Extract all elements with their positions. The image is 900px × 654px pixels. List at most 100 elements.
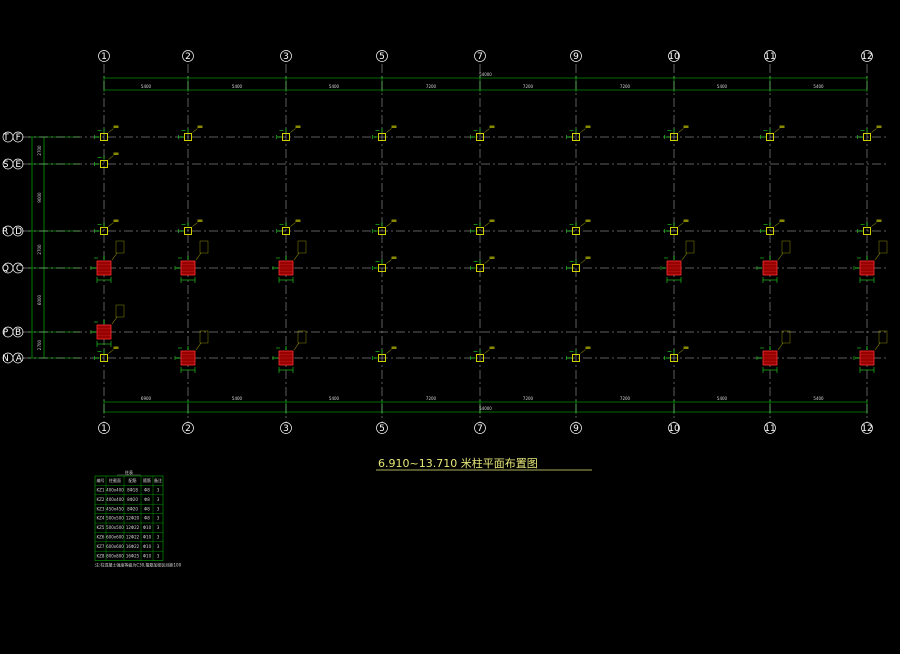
table-cell: 400x400 (106, 497, 124, 502)
column-tag-box (685, 240, 695, 254)
axis-bubble-left (12, 158, 24, 170)
table-cell: 3 (157, 497, 160, 502)
table-cell: 12Φ20 (126, 516, 140, 521)
column-section (184, 227, 192, 235)
column-section (476, 227, 484, 235)
table-cell: 500x500 (106, 525, 124, 530)
axis-label-top-bubble (98, 50, 110, 62)
table-cell: 编号 (97, 477, 105, 483)
axis-label-top: 5 (379, 52, 385, 62)
column-small (276, 125, 301, 141)
column-large (174, 240, 209, 283)
column-small (566, 346, 591, 362)
leader-line (874, 252, 881, 261)
column-tag (683, 346, 689, 349)
table-cell: KZ5 (97, 525, 105, 530)
leader-line (192, 222, 198, 227)
table-cell: Φ8 (144, 488, 150, 493)
axis-label-top: 2 (185, 52, 191, 62)
column-section (476, 354, 484, 362)
column-section (100, 160, 108, 168)
axis-label-top-bubble (861, 50, 873, 62)
column-small (664, 125, 689, 141)
top-dim: 5400 (329, 84, 340, 89)
leader-line (108, 222, 114, 227)
column-tag (197, 125, 203, 128)
axis-label-bottom: 11 (764, 424, 775, 434)
table-cell: 3 (157, 506, 160, 511)
table-cell: 柱截面 (109, 477, 121, 483)
column-tag (489, 256, 495, 259)
axis-grid (22, 64, 888, 422)
bottom-dim: 5400 (717, 396, 728, 401)
leader-line (111, 252, 118, 261)
leader-line (108, 155, 114, 160)
axis-label-bottom: 7 (477, 424, 483, 434)
table-cell: KZ2 (97, 497, 105, 502)
column-tag-box (199, 330, 209, 344)
column-tag (113, 125, 119, 128)
column-large (272, 240, 307, 283)
column-small (470, 256, 495, 272)
column-tag (295, 219, 301, 222)
column-section (282, 227, 290, 235)
top-dim: 5400 (232, 84, 243, 89)
column-tag (489, 219, 495, 222)
axis-label-top: 1 (101, 52, 107, 62)
leader-line (484, 128, 490, 133)
leader-line (386, 128, 392, 133)
table-cell: 备注 (154, 477, 162, 483)
axis-label-top-bubble (764, 50, 776, 62)
table-cell: 16Φ22 (126, 544, 140, 549)
leader-line (580, 349, 586, 354)
leader-line (774, 128, 780, 133)
axis-label-bottom: 10 (668, 424, 680, 434)
column-tag (113, 152, 119, 155)
top-dim: 5400 (717, 84, 728, 89)
column-tag (779, 219, 785, 222)
bottom-dim: 5400 (329, 396, 340, 401)
column-tag (391, 125, 397, 128)
top-dim: 7200 (523, 84, 534, 89)
column-tag (391, 256, 397, 259)
column-small (372, 256, 397, 272)
column-small (470, 125, 495, 141)
leader-line (580, 222, 586, 227)
column-small (178, 219, 203, 235)
leader-line (192, 128, 198, 133)
axis-label-bottom-bubble (376, 422, 388, 434)
axis-bubble-left (12, 352, 24, 364)
column-small (372, 346, 397, 362)
column-large (756, 330, 791, 373)
column-small (178, 125, 203, 141)
column-tag (585, 256, 591, 259)
table-cell: 3 (157, 488, 160, 493)
column-section (863, 227, 871, 235)
table-cell: KZ6 (97, 535, 105, 540)
axis-label-left: Q C (2, 264, 24, 274)
table-cell: Φ10 (143, 544, 152, 549)
axis-label-left: T F (2, 133, 23, 143)
bottom-dim: 5400 (232, 396, 243, 401)
column-section (766, 227, 774, 235)
column-small (94, 346, 119, 362)
column-tag (489, 125, 495, 128)
bottom-total: 54000 (479, 406, 492, 411)
column-large (660, 240, 695, 283)
column-section (572, 354, 580, 362)
axis-label-top-bubble (668, 50, 680, 62)
leader-line (293, 252, 300, 261)
axis-bubble-left (12, 225, 24, 237)
axis-label-top-bubble (474, 50, 486, 62)
column-tag (295, 125, 301, 128)
leader-line (678, 128, 684, 133)
column-small (857, 125, 882, 141)
column-large (853, 240, 888, 283)
table-cell: Φ8 (144, 497, 150, 502)
column-section (670, 133, 678, 141)
axis-label-bottom: 9 (573, 424, 579, 434)
column-tag-box (297, 330, 307, 344)
axis-label-bottom-bubble (668, 422, 680, 434)
